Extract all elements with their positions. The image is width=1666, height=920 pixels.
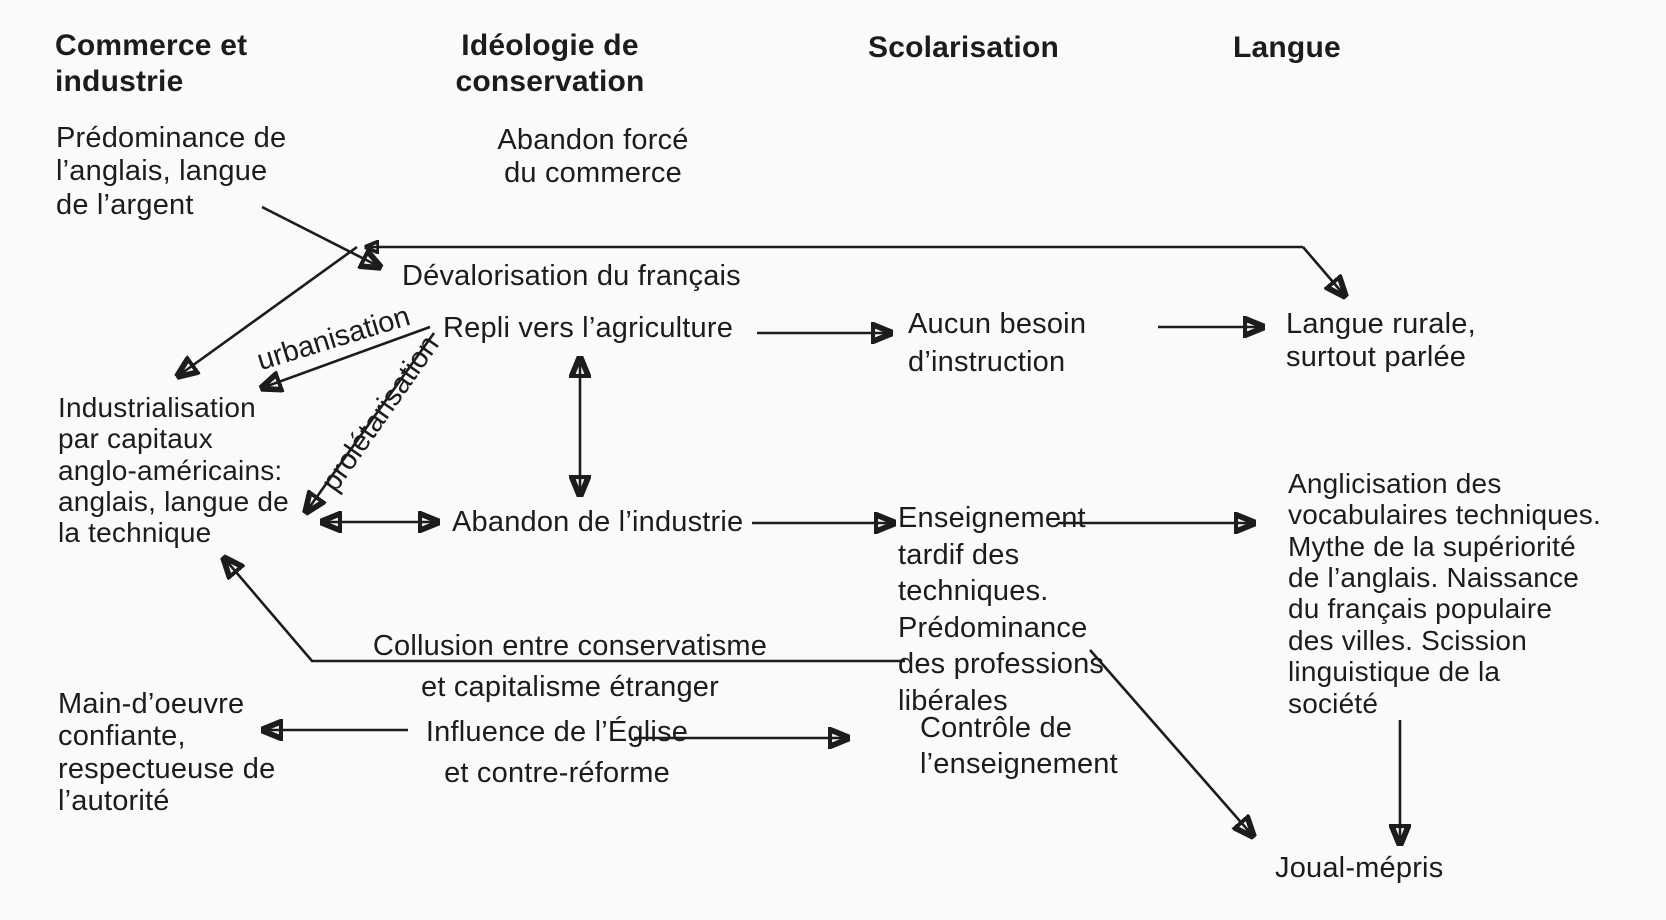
header-ideologie-conservation: Idéologie de conservation (455, 29, 645, 98)
arrow-urbanisation (262, 325, 431, 388)
arrow-enseignement-to-joual (1089, 649, 1253, 836)
node-abandon-industrie: Abandon de l’industrie (452, 506, 744, 538)
node-controle-enseignement: Contrôle de l’enseignement (920, 712, 1118, 781)
arrow-proletarisation (306, 332, 436, 512)
node-anglicisation-vocabulaires: Anglicisation des vocabulaires technique… (1288, 468, 1601, 719)
node-main-doeuvre-confiante: Main-d’oeuvre confiante, respectueuse de… (58, 688, 276, 818)
node-industrialisation-capitaux: Industrialisation par capitaux anglo-amé… (58, 392, 289, 549)
arrow-to-langue-rurale (1302, 246, 1345, 296)
header-scolarisation: Scolarisation (868, 31, 1059, 64)
header-commerce-industrie: Commerce et industrie (55, 29, 248, 98)
header-langue: Langue (1233, 31, 1341, 64)
node-abandon-force-commerce: Abandon forcé du commerce (497, 124, 689, 190)
node-enseignement-tardif: Enseignement tardif des techniques. Préd… (898, 502, 1105, 717)
node-repli-agriculture: Repli vers l’agriculture (443, 312, 734, 344)
node-joual-mepris: Joual-mépris (1275, 852, 1444, 884)
arrow-junction-to-industrialisation (178, 245, 358, 376)
arrow-collusion-to-industrialisation (224, 558, 905, 663)
node-predominance-anglais: Prédominance de l’anglais, langue de l’a… (56, 122, 287, 221)
node-collusion-conservatisme: Collusion entre conservatisme et capital… (372, 630, 768, 703)
node-aucun-besoin-instruction: Aucun besoin d’instruction (908, 308, 1087, 378)
arrow-predominance-to-devalorisation (261, 205, 380, 267)
node-influence-eglise: Influence de l’Église et contre-réforme (425, 716, 689, 790)
node-devalorisation-francais: Dévalorisation du français (402, 260, 741, 292)
node-langue-rurale: Langue rurale, surtout parlée (1286, 308, 1476, 374)
